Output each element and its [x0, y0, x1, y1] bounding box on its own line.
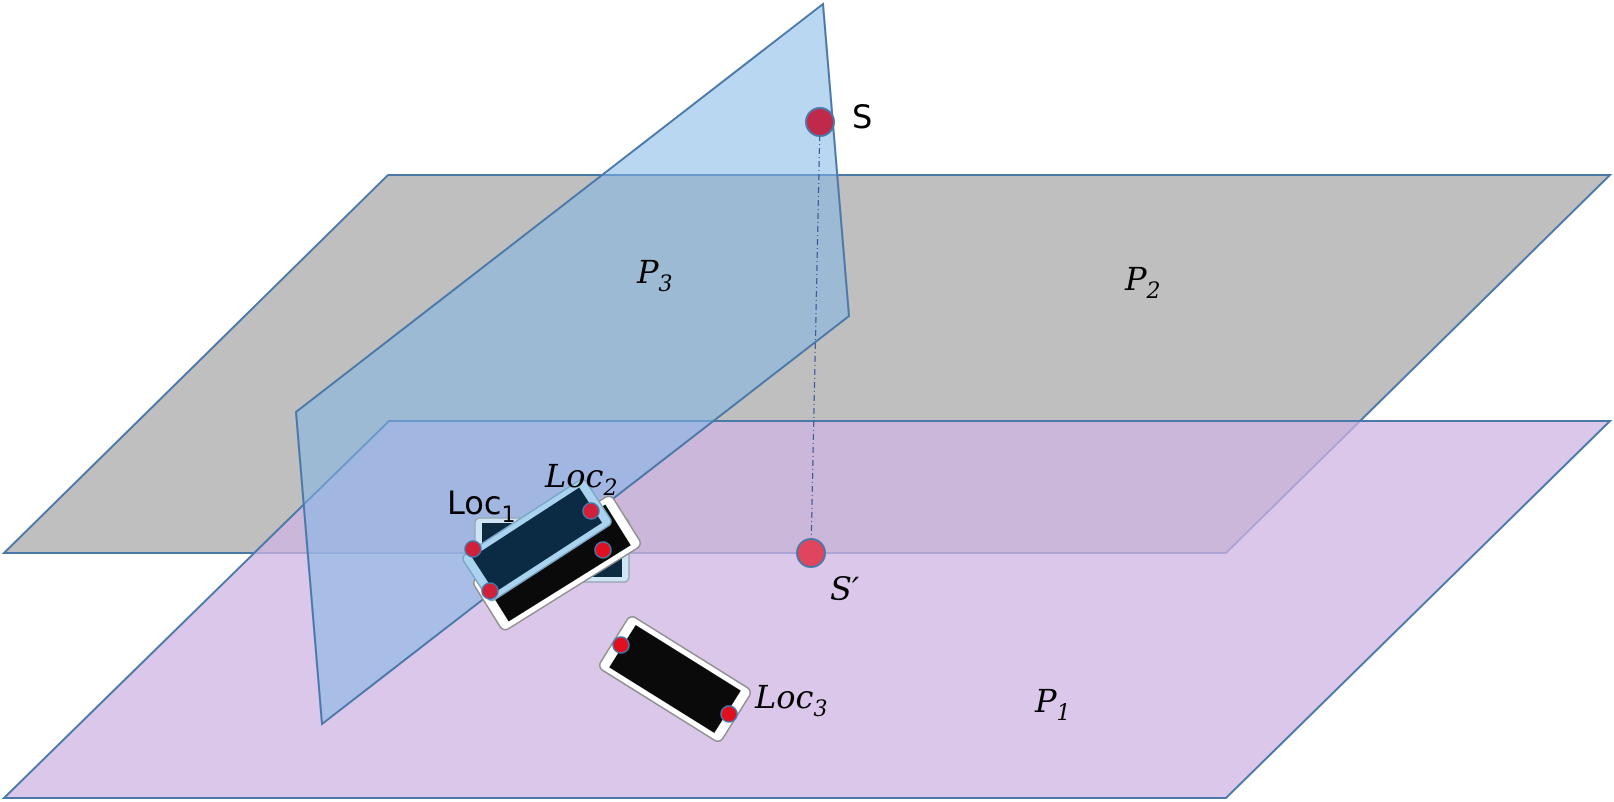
marker-loc3-left	[612, 636, 630, 654]
label-p3: P3	[636, 253, 673, 297]
label-p2: P2	[1124, 260, 1161, 304]
label-loc2: Loc2	[544, 457, 617, 501]
phone-loc2	[462, 478, 612, 602]
label-s-prime: S′	[830, 570, 860, 608]
label-loc1: Loc1	[447, 484, 515, 528]
label-loc3: Loc3	[754, 678, 827, 722]
point-s	[805, 107, 835, 137]
marker-loc1-left	[464, 540, 482, 558]
label-p1: P1	[1034, 682, 1071, 726]
marker-loc3-right	[720, 705, 738, 723]
point-s-prime	[796, 538, 826, 568]
marker-loc2-top	[582, 502, 600, 520]
plane-p3	[294, 2, 851, 726]
label-s: S	[852, 98, 872, 136]
marker-loc1-bottom	[481, 582, 499, 600]
marker-loc-right	[594, 541, 612, 559]
